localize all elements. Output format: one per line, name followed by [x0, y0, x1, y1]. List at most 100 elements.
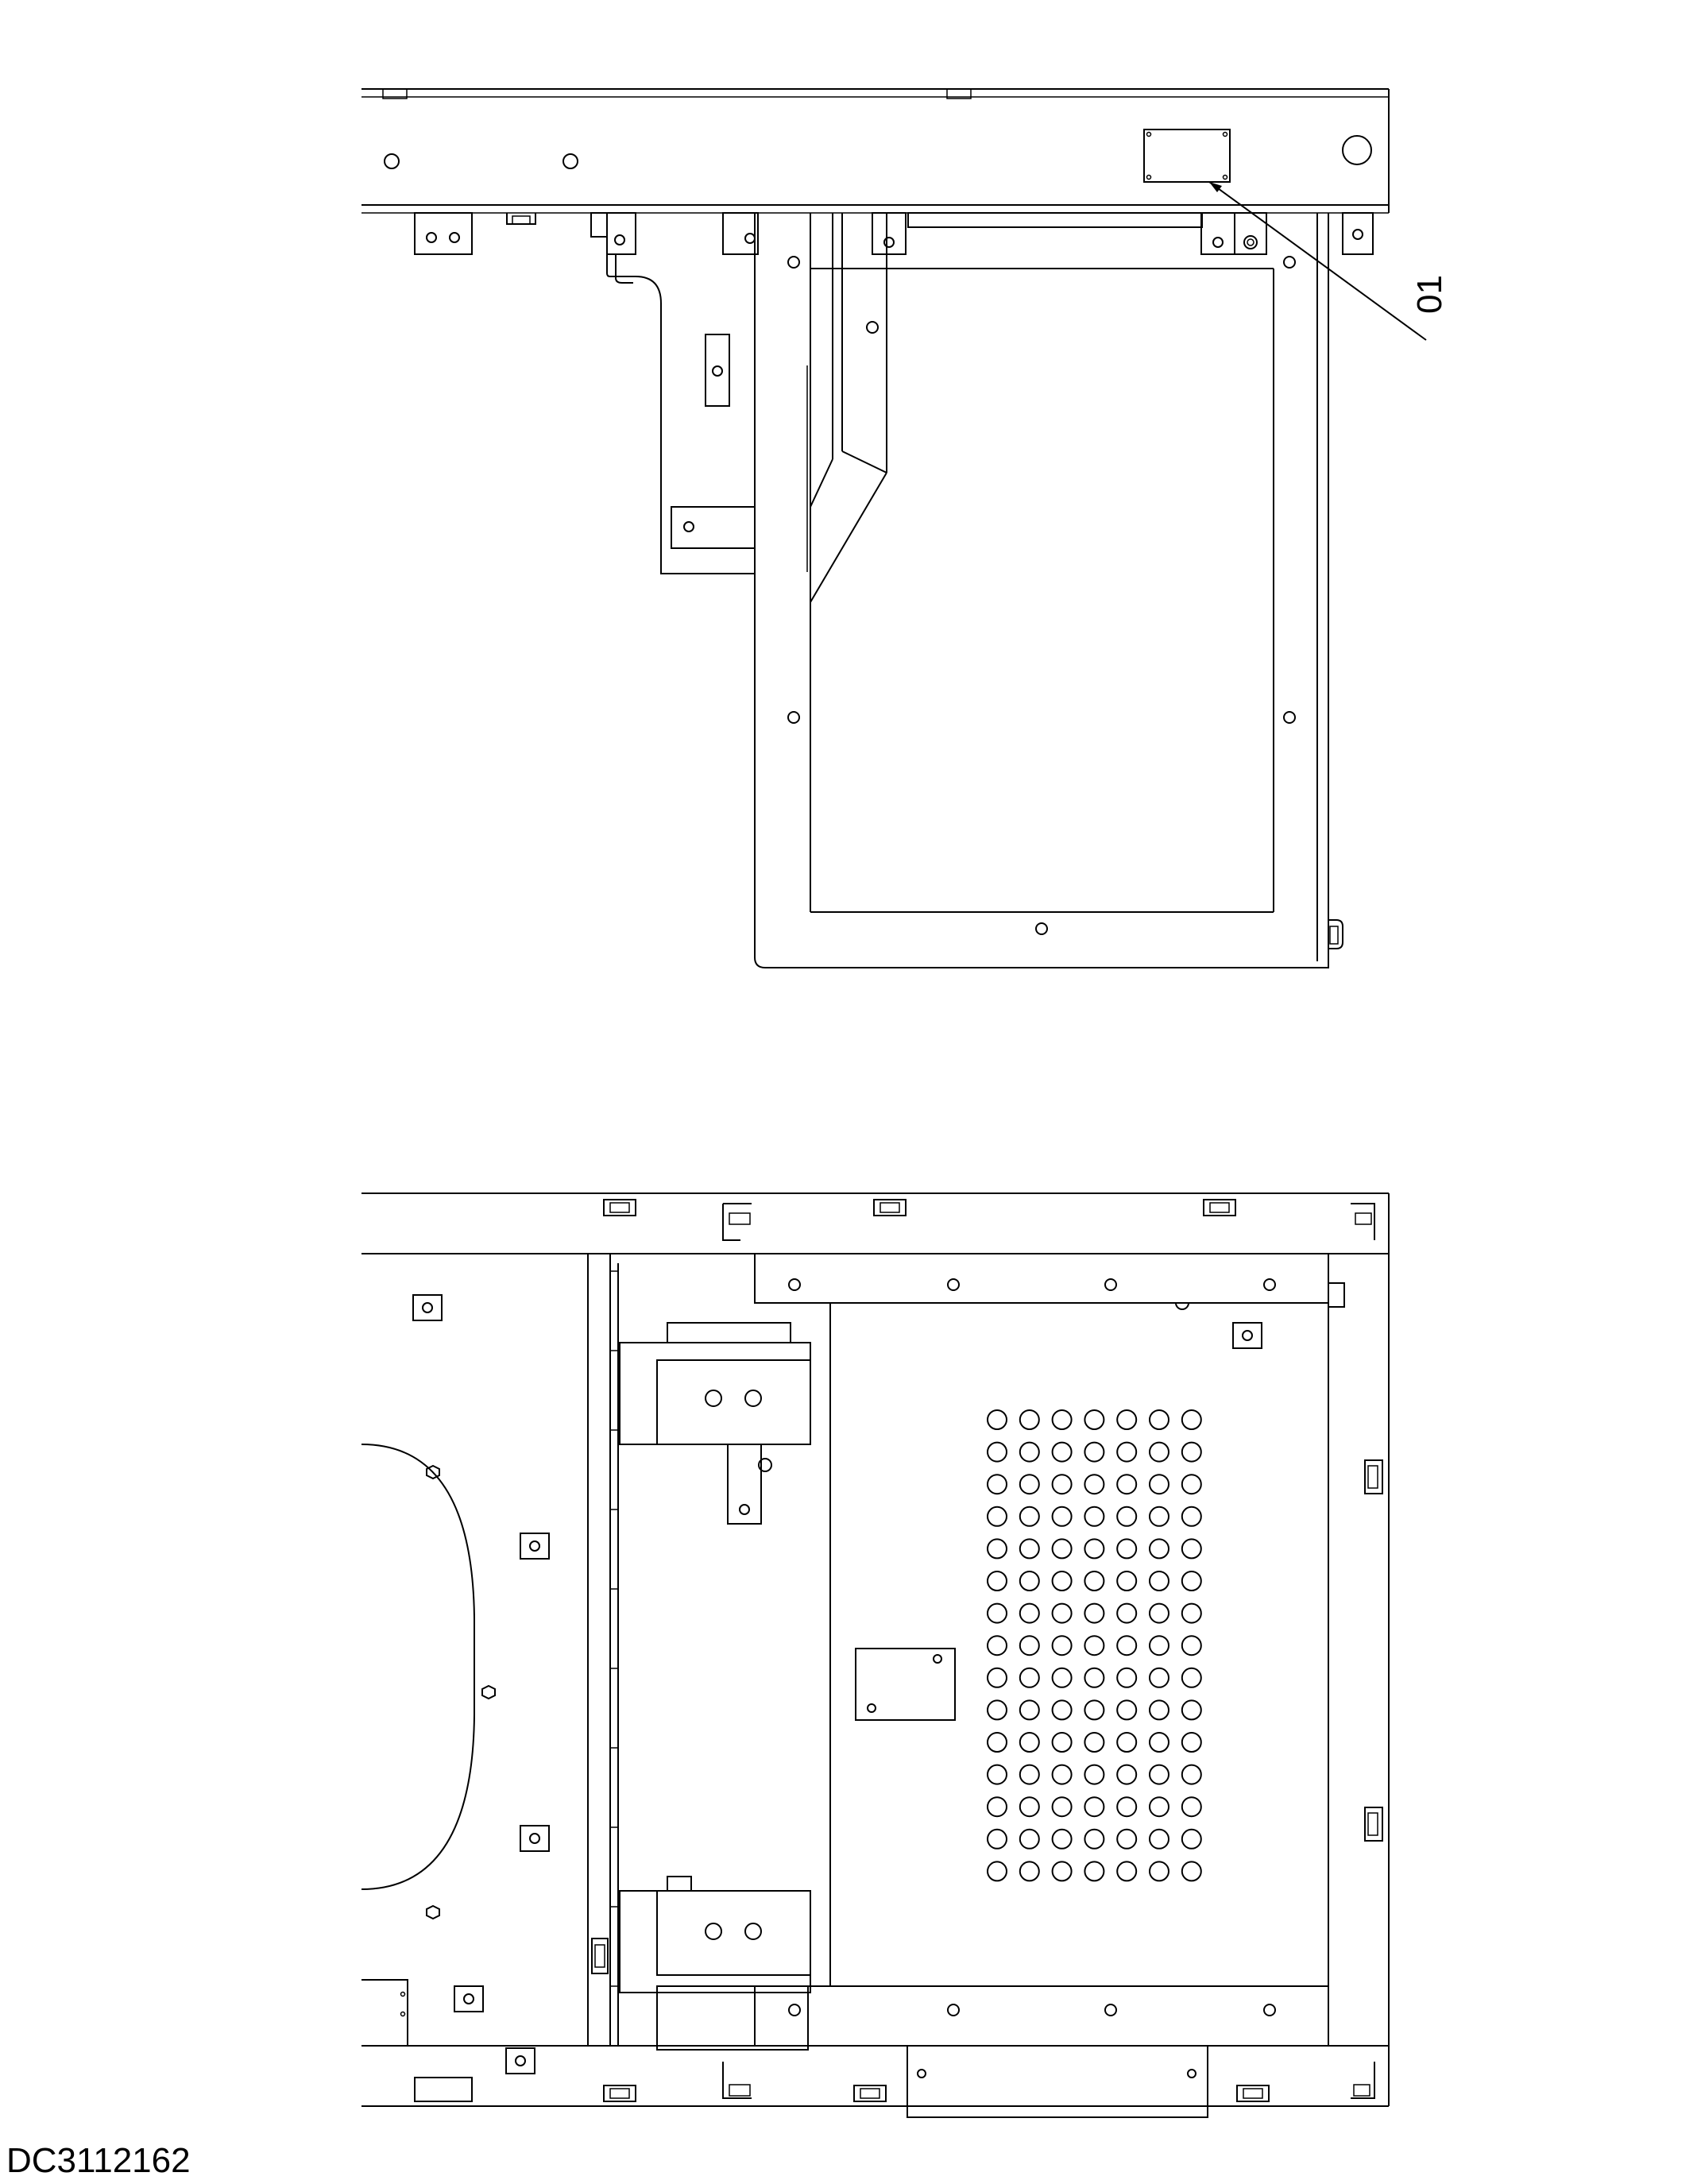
vent-hole: [1084, 1538, 1105, 1560]
vent-hole: [1116, 1602, 1138, 1624]
vent-hole: [1019, 1635, 1040, 1656]
vent-hole: [1149, 1828, 1169, 1850]
vent-hole: [1181, 1667, 1202, 1688]
vent-hole: [1181, 1474, 1202, 1495]
vent-hole: [987, 1506, 1007, 1527]
vent-hole: [1116, 1409, 1138, 1430]
vent-hole: [1149, 1861, 1169, 1882]
vent-hole: [1051, 1764, 1073, 1785]
vent-hole: [1181, 1732, 1202, 1753]
vent-hole: [1084, 1764, 1105, 1785]
drawing-id: DC3112162: [6, 2141, 191, 2180]
vent-hole: [1116, 1764, 1138, 1785]
vent-hole: [1084, 1635, 1105, 1656]
vent-hole: [1181, 1602, 1202, 1624]
vent-hole: [987, 1441, 1007, 1463]
vent-hole: [1051, 1732, 1073, 1753]
vent-hole: [1051, 1474, 1073, 1495]
vent-hole: [1181, 1828, 1202, 1850]
vent-hole: [987, 1796, 1007, 1818]
vent-hole: [1084, 1828, 1105, 1850]
vent-hole: [1084, 1506, 1105, 1527]
vent-hole: [1019, 1732, 1040, 1753]
vent-hole: [1149, 1409, 1169, 1430]
vent-hole: [1019, 1474, 1040, 1495]
vent-hole: [987, 1409, 1007, 1430]
vent-hole: [1181, 1635, 1202, 1656]
vent-hole: [1116, 1506, 1138, 1527]
vent-hole: [1116, 1796, 1138, 1818]
vent-hole: [1084, 1732, 1105, 1753]
vent-hole: [1116, 1861, 1138, 1882]
vent-hole: [987, 1538, 1007, 1560]
side-brackets: [1232, 1322, 1383, 1842]
vent-hole: [1051, 1699, 1073, 1721]
top-rail: [361, 88, 1390, 214]
vent-hole: [1116, 1538, 1138, 1560]
vent-hole: [987, 1474, 1007, 1495]
top-view: [361, 88, 1427, 968]
vent-hole: [987, 1732, 1007, 1753]
vent-hole: [987, 1699, 1007, 1721]
vent-hole: [1149, 1506, 1169, 1527]
vent-hole: [1019, 1506, 1040, 1527]
vent-hole: [1149, 1635, 1169, 1656]
mid-panel: [619, 1303, 831, 2051]
vent-hole: [1019, 1602, 1040, 1624]
vent-hole: [1116, 1474, 1138, 1495]
vent-hole: [1019, 1667, 1040, 1688]
vent-hole: [1149, 1441, 1169, 1463]
label-plate: [1143, 129, 1231, 183]
support-arm: [606, 254, 756, 574]
vent-hole: [1084, 1571, 1105, 1591]
vent-hole: [1084, 1796, 1105, 1818]
vent-hole: [987, 1861, 1007, 1882]
vent-hole: [987, 1667, 1007, 1688]
vent-hole: [1181, 1538, 1202, 1560]
vent-hole: [1019, 1764, 1040, 1785]
vent-hole: [1084, 1441, 1105, 1463]
vent-hole: [1181, 1764, 1202, 1785]
vent-hole: [1116, 1732, 1138, 1753]
vent-hole: [1019, 1441, 1040, 1463]
vent-hole: [1149, 1796, 1169, 1818]
vent-hole: [1116, 1699, 1138, 1721]
vent-hole: [987, 1602, 1007, 1624]
vent-hole: [1181, 1409, 1202, 1430]
vent-hole: [1051, 1506, 1073, 1527]
vent-hole: [1051, 1635, 1073, 1656]
vent-hole: [1149, 1667, 1169, 1688]
vent-hole: [987, 1764, 1007, 1785]
vent-hole: [1116, 1571, 1138, 1591]
vent-hole: [1084, 1699, 1105, 1721]
vent-hole: [1149, 1602, 1169, 1624]
vent-hole: [1084, 1861, 1105, 1882]
vent-hole: [1019, 1538, 1040, 1560]
vent-hole: [1051, 1667, 1073, 1688]
vent-hole: [1084, 1667, 1105, 1688]
vent-hole: [1019, 1861, 1040, 1882]
vent-hole: [1149, 1538, 1169, 1560]
vent-hole: [1051, 1796, 1073, 1818]
small-plate: [855, 1648, 956, 1721]
vent-hole: [1181, 1571, 1202, 1591]
callout-label-01: 01: [1410, 275, 1449, 314]
vent-hole: [1051, 1538, 1073, 1560]
bottom-view: [361, 1193, 1390, 2118]
mounting-bars: [754, 1253, 1345, 2118]
left-section: [361, 1254, 589, 2074]
vent-hole: [1019, 1571, 1040, 1591]
vent-hole: [1051, 1602, 1073, 1624]
vent-hole: [1051, 1861, 1073, 1882]
vent-hole: [1181, 1506, 1202, 1527]
bottom-clips: [414, 2062, 1375, 2102]
vent-hole: [1149, 1571, 1169, 1591]
vent-hole: [1116, 1828, 1138, 1850]
hinge-strip: [591, 1254, 619, 2046]
vent-hole: [1019, 1409, 1040, 1430]
vent-hole: [1084, 1474, 1105, 1495]
vent-hole: [1149, 1699, 1169, 1721]
vent-hole: [1149, 1732, 1169, 1753]
rail-brackets: [414, 212, 1374, 255]
